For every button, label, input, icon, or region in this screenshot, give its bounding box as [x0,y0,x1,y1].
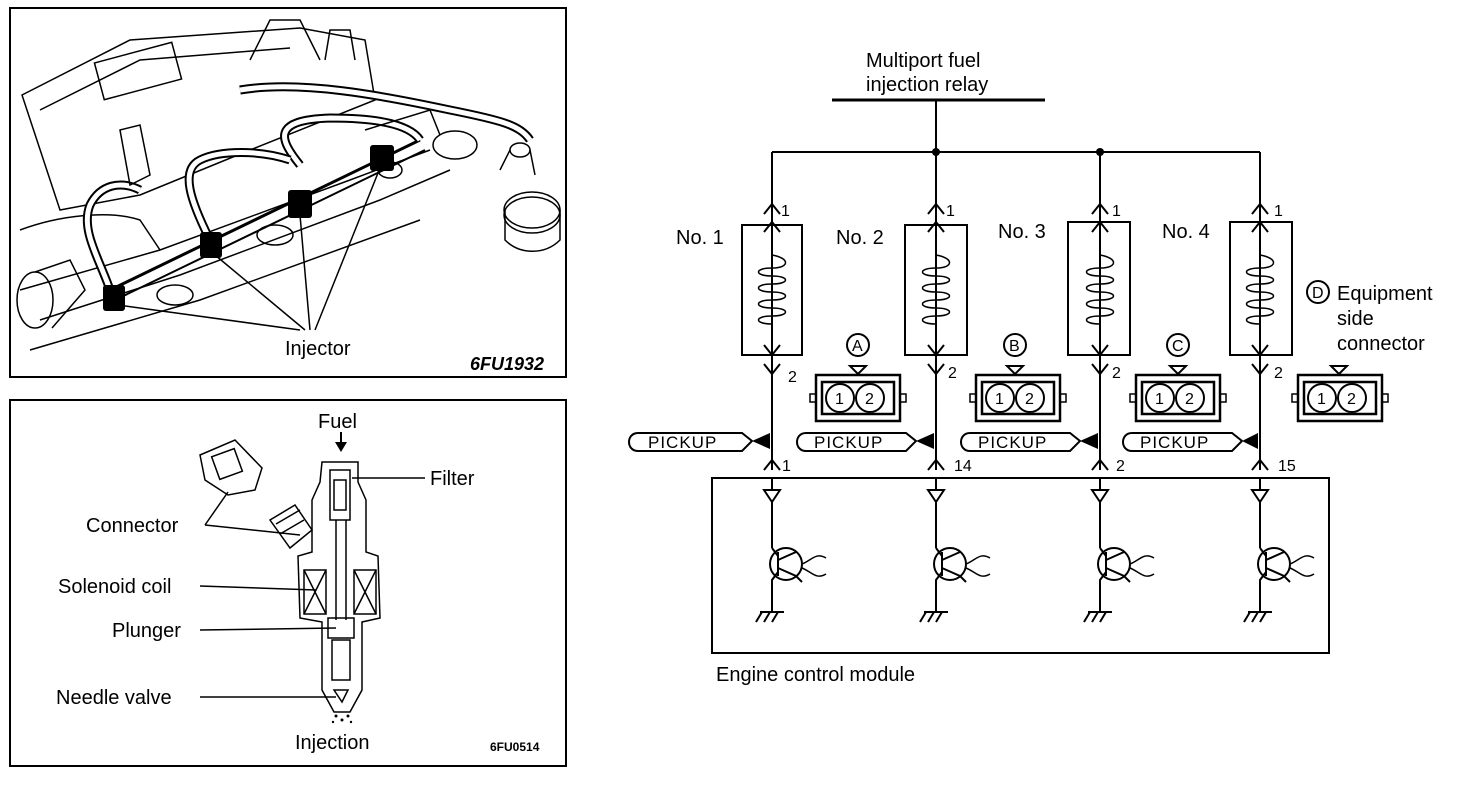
ecm-pin-1: 1 [782,458,791,475]
injector-cutaway: Fuel Filter Connector Solenoid coil Plun… [9,399,567,767]
injector-circuit-3: 1 2 2 No. 3 PICKUP [960,152,1155,623]
equipment-label-line3: connector [1337,333,1425,355]
svg-text:2: 2 [1347,391,1356,408]
svg-text:1: 1 [946,203,955,220]
filter-label: Filter [430,468,475,490]
ecm-label: Engine control module [716,664,915,686]
connector-c: C 1 2 [1129,333,1227,423]
svg-text:2: 2 [865,391,874,408]
needle-valve-label: Needle valve [56,687,172,709]
injection-label: Injection [295,732,370,754]
connector-a: A 1 2 [809,333,907,423]
svg-text:2: 2 [1025,391,1034,408]
injector-circuit-1: 1 2 1 No. 1 PICKUP [628,152,827,623]
svg-text:PICKUP: PICKUP [648,433,717,452]
ecm-box [711,477,1330,654]
equipment-label-line2: side [1337,308,1374,330]
plunger-label: Plunger [112,620,181,642]
injector-circuit-4: 1 2 15 No. 4 PICKUP [1122,152,1315,623]
svg-text:1: 1 [995,391,1004,408]
connector-b: B 1 2 [969,333,1067,423]
svg-text:PICKUP: PICKUP [978,433,1047,452]
svg-text:2: 2 [1274,365,1283,382]
svg-text:A: A [852,338,863,355]
injector-circuit-2: 1 2 14 No. 2 PICKUP [796,152,991,623]
wiring-circuit: Multiport fuel injection relay Engine co… [628,50,1433,686]
injector-name-2: No. 2 [836,227,884,249]
figure-code-cutaway: 6FU0514 [490,740,540,754]
connector-d-equipment-side: D Equipment side connector 1 2 [1291,280,1433,423]
svg-text:1: 1 [1155,391,1164,408]
ecm-pin-4: 15 [1278,458,1296,475]
ecm-pin-3: 2 [1116,458,1125,475]
svg-text:PICKUP: PICKUP [1140,433,1209,452]
svg-text:1: 1 [1317,391,1326,408]
relay-label-line1: Multiport fuel [866,50,981,72]
engine-bay-illustration: Injector 6FU1932 [9,7,567,378]
connector-label: Connector [86,515,179,537]
injector-name-3: No. 3 [998,221,1046,243]
solenoid-coil-label: Solenoid coil [58,576,171,598]
injector-name-4: No. 4 [1162,221,1210,243]
svg-text:1: 1 [835,391,844,408]
equipment-label-line1: Equipment [1337,283,1433,305]
injector-name-1: No. 1 [676,227,724,249]
svg-text:2: 2 [788,369,797,386]
ecm-pin-2: 14 [954,458,972,475]
svg-text:1: 1 [1112,203,1121,220]
svg-text:1: 1 [781,203,790,220]
relay-label-line2: injection relay [866,74,988,96]
svg-text:B: B [1009,338,1020,355]
svg-text:C: C [1172,338,1184,355]
svg-text:2: 2 [1112,365,1121,382]
injector-label: Injector [285,338,351,360]
figure-code-photo: 6FU1932 [470,354,544,374]
svg-text:2: 2 [1185,391,1194,408]
svg-text:D: D [1312,285,1324,302]
svg-text:PICKUP: PICKUP [814,433,883,452]
svg-text:1: 1 [1274,203,1283,220]
svg-text:2: 2 [948,365,957,382]
fuel-label: Fuel [318,411,357,433]
